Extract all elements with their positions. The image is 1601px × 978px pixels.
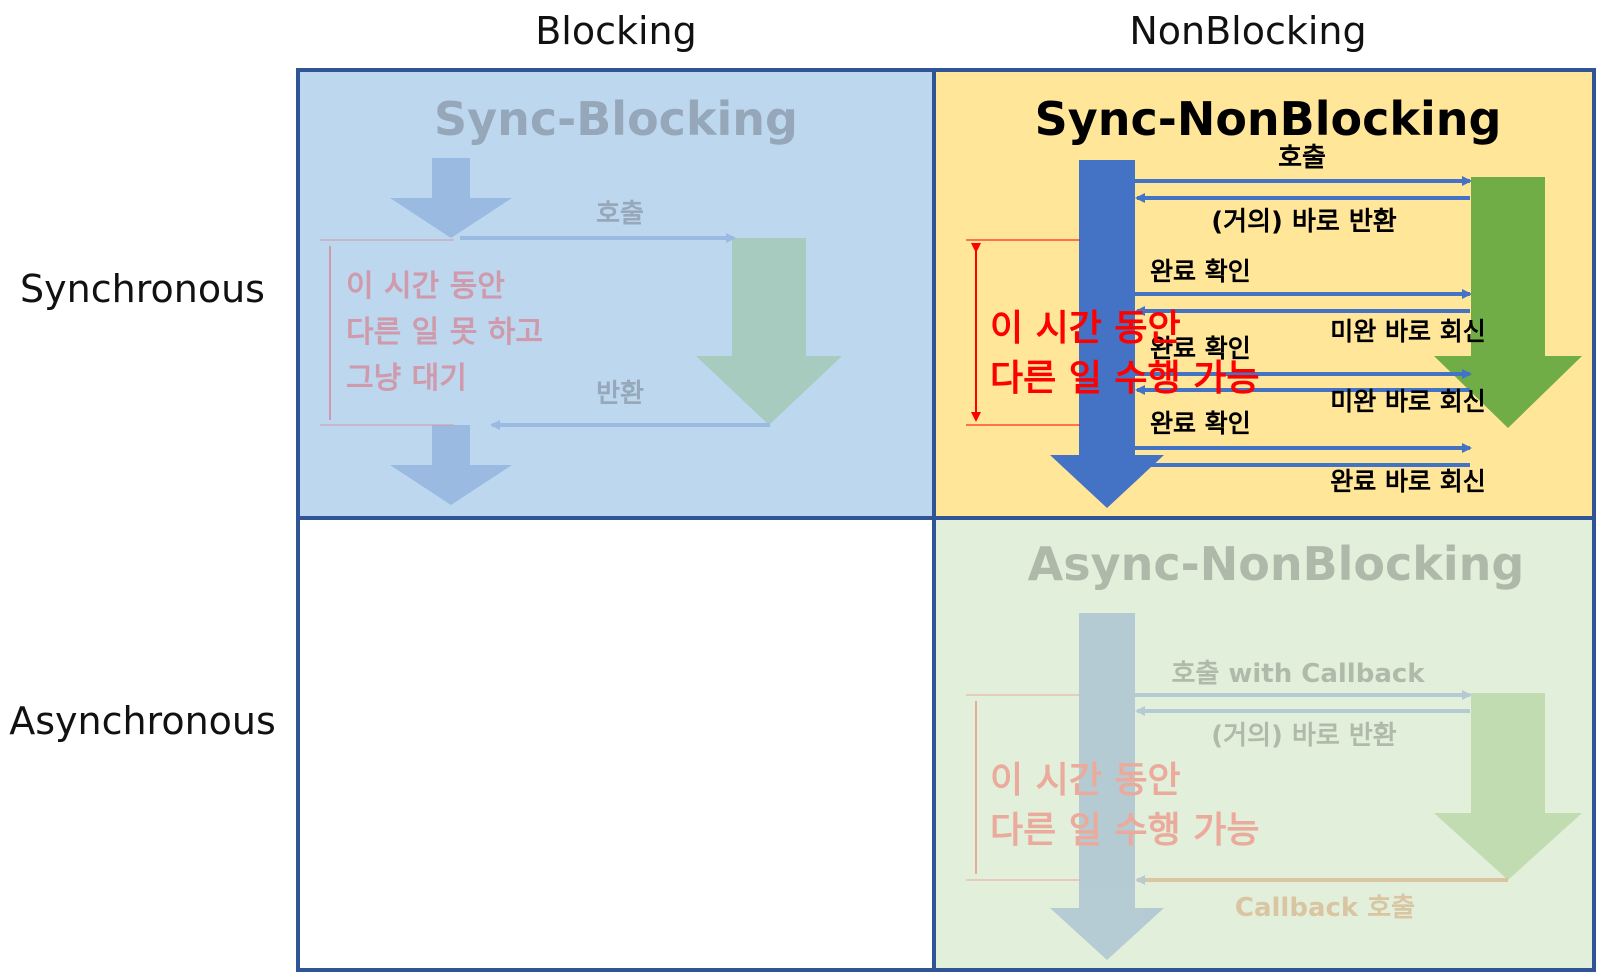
row-header-asynchronous: Asynchronous — [9, 699, 276, 743]
reply-label-2: 미완 바로 회신 — [1330, 387, 1485, 416]
return-label: 반환 — [596, 379, 644, 409]
call-label: 호출 — [1278, 143, 1326, 173]
immediate-return-label: (거의) 바로 반환 — [1211, 207, 1396, 237]
caller-arrow-bottom — [390, 425, 512, 505]
sync-nonblocking-title: Sync-NonBlocking — [1035, 92, 1502, 146]
reply-label-3: 완료 바로 회신 — [1330, 467, 1485, 496]
caller-arrow — [1050, 613, 1164, 960]
caller-arrow-top — [390, 158, 512, 238]
async-nonblocking-group: Async-NonBlocking 호출 with Callback (거의) … — [966, 537, 1582, 960]
quadrant-async-blocking-empty — [296, 516, 936, 972]
callee-arrow — [1434, 177, 1582, 428]
check-label-2: 완료 확인 — [1150, 334, 1251, 363]
callee-arrow — [696, 238, 842, 425]
row-header-synchronous: Synchronous — [20, 267, 265, 311]
sync-blocking-title: Sync-Blocking — [434, 92, 798, 146]
wait-text-line3: 그냥 대기 — [346, 361, 467, 396]
quadrant-async-nonblocking — [932, 516, 1596, 972]
async-nonblocking-title: Async-NonBlocking — [1028, 537, 1525, 591]
column-header-nonblocking: NonBlocking — [1129, 9, 1367, 53]
callback-label: Callback 호출 — [1235, 893, 1415, 923]
sync-blocking-group: Sync-Blocking 호출 반환 이 시간 동안 다른 일 못 하고 그냥… — [320, 92, 842, 505]
sync-nonblocking-group: Sync-NonBlocking 호출 (거의) 바로 반환 완료 확인 미완 … — [966, 92, 1582, 508]
work-text-line1: 이 시간 동안 — [990, 308, 1181, 349]
callee-arrow — [1434, 693, 1582, 880]
work-text-line2: 다른 일 수행 가능 — [990, 358, 1259, 399]
work-text-line2: 다른 일 수행 가능 — [990, 810, 1259, 851]
quadrant-sync-blocking — [296, 68, 936, 520]
column-header-blocking: Blocking — [535, 9, 697, 53]
check-label-1: 완료 확인 — [1150, 257, 1251, 286]
immediate-return-label: (거의) 바로 반환 — [1211, 721, 1396, 751]
wait-text-line2: 다른 일 못 하고 — [346, 315, 543, 350]
wait-text-line1: 이 시간 동안 — [346, 269, 505, 304]
caller-arrow — [1050, 160, 1164, 508]
check-label-3: 완료 확인 — [1150, 409, 1251, 438]
call-label: 호출 with Callback — [1171, 659, 1425, 689]
work-text-line1: 이 시간 동안 — [990, 760, 1181, 801]
reply-label-1: 미완 바로 회신 — [1330, 317, 1485, 346]
call-label: 호출 — [596, 199, 644, 229]
